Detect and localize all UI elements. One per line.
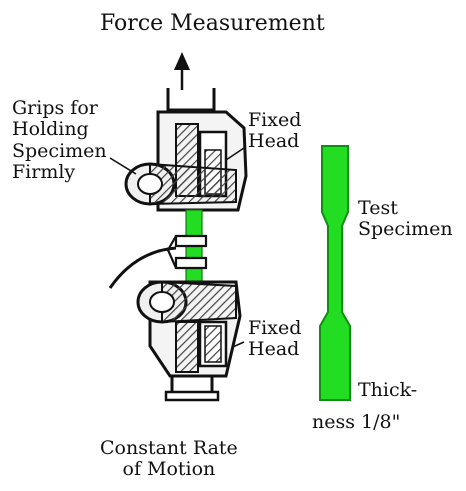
extensometer [108,234,208,289]
label-thickness-line2: ness 1/8" [312,411,401,433]
label-fixed-head-bottom: Fixed Head [248,317,302,361]
arrow-up-icon [174,52,190,90]
label-test-specimen: Test Specimen [358,197,453,241]
label-grips: Grips for Holding Specimen Firmly [12,97,107,183]
label-thickness-line1: Thick- [358,379,418,401]
test-specimen-bar [319,145,351,401]
lower-fixed-head [136,280,242,378]
lower-connector [164,376,220,402]
label-fixed-head-top: Fixed Head [248,109,302,153]
upper-connector [166,88,216,112]
upper-fixed-head [124,110,248,212]
label-constant-rate: Constant Rate of Motion [100,437,238,481]
title-force-measurement: Force Measurement [100,11,325,36]
